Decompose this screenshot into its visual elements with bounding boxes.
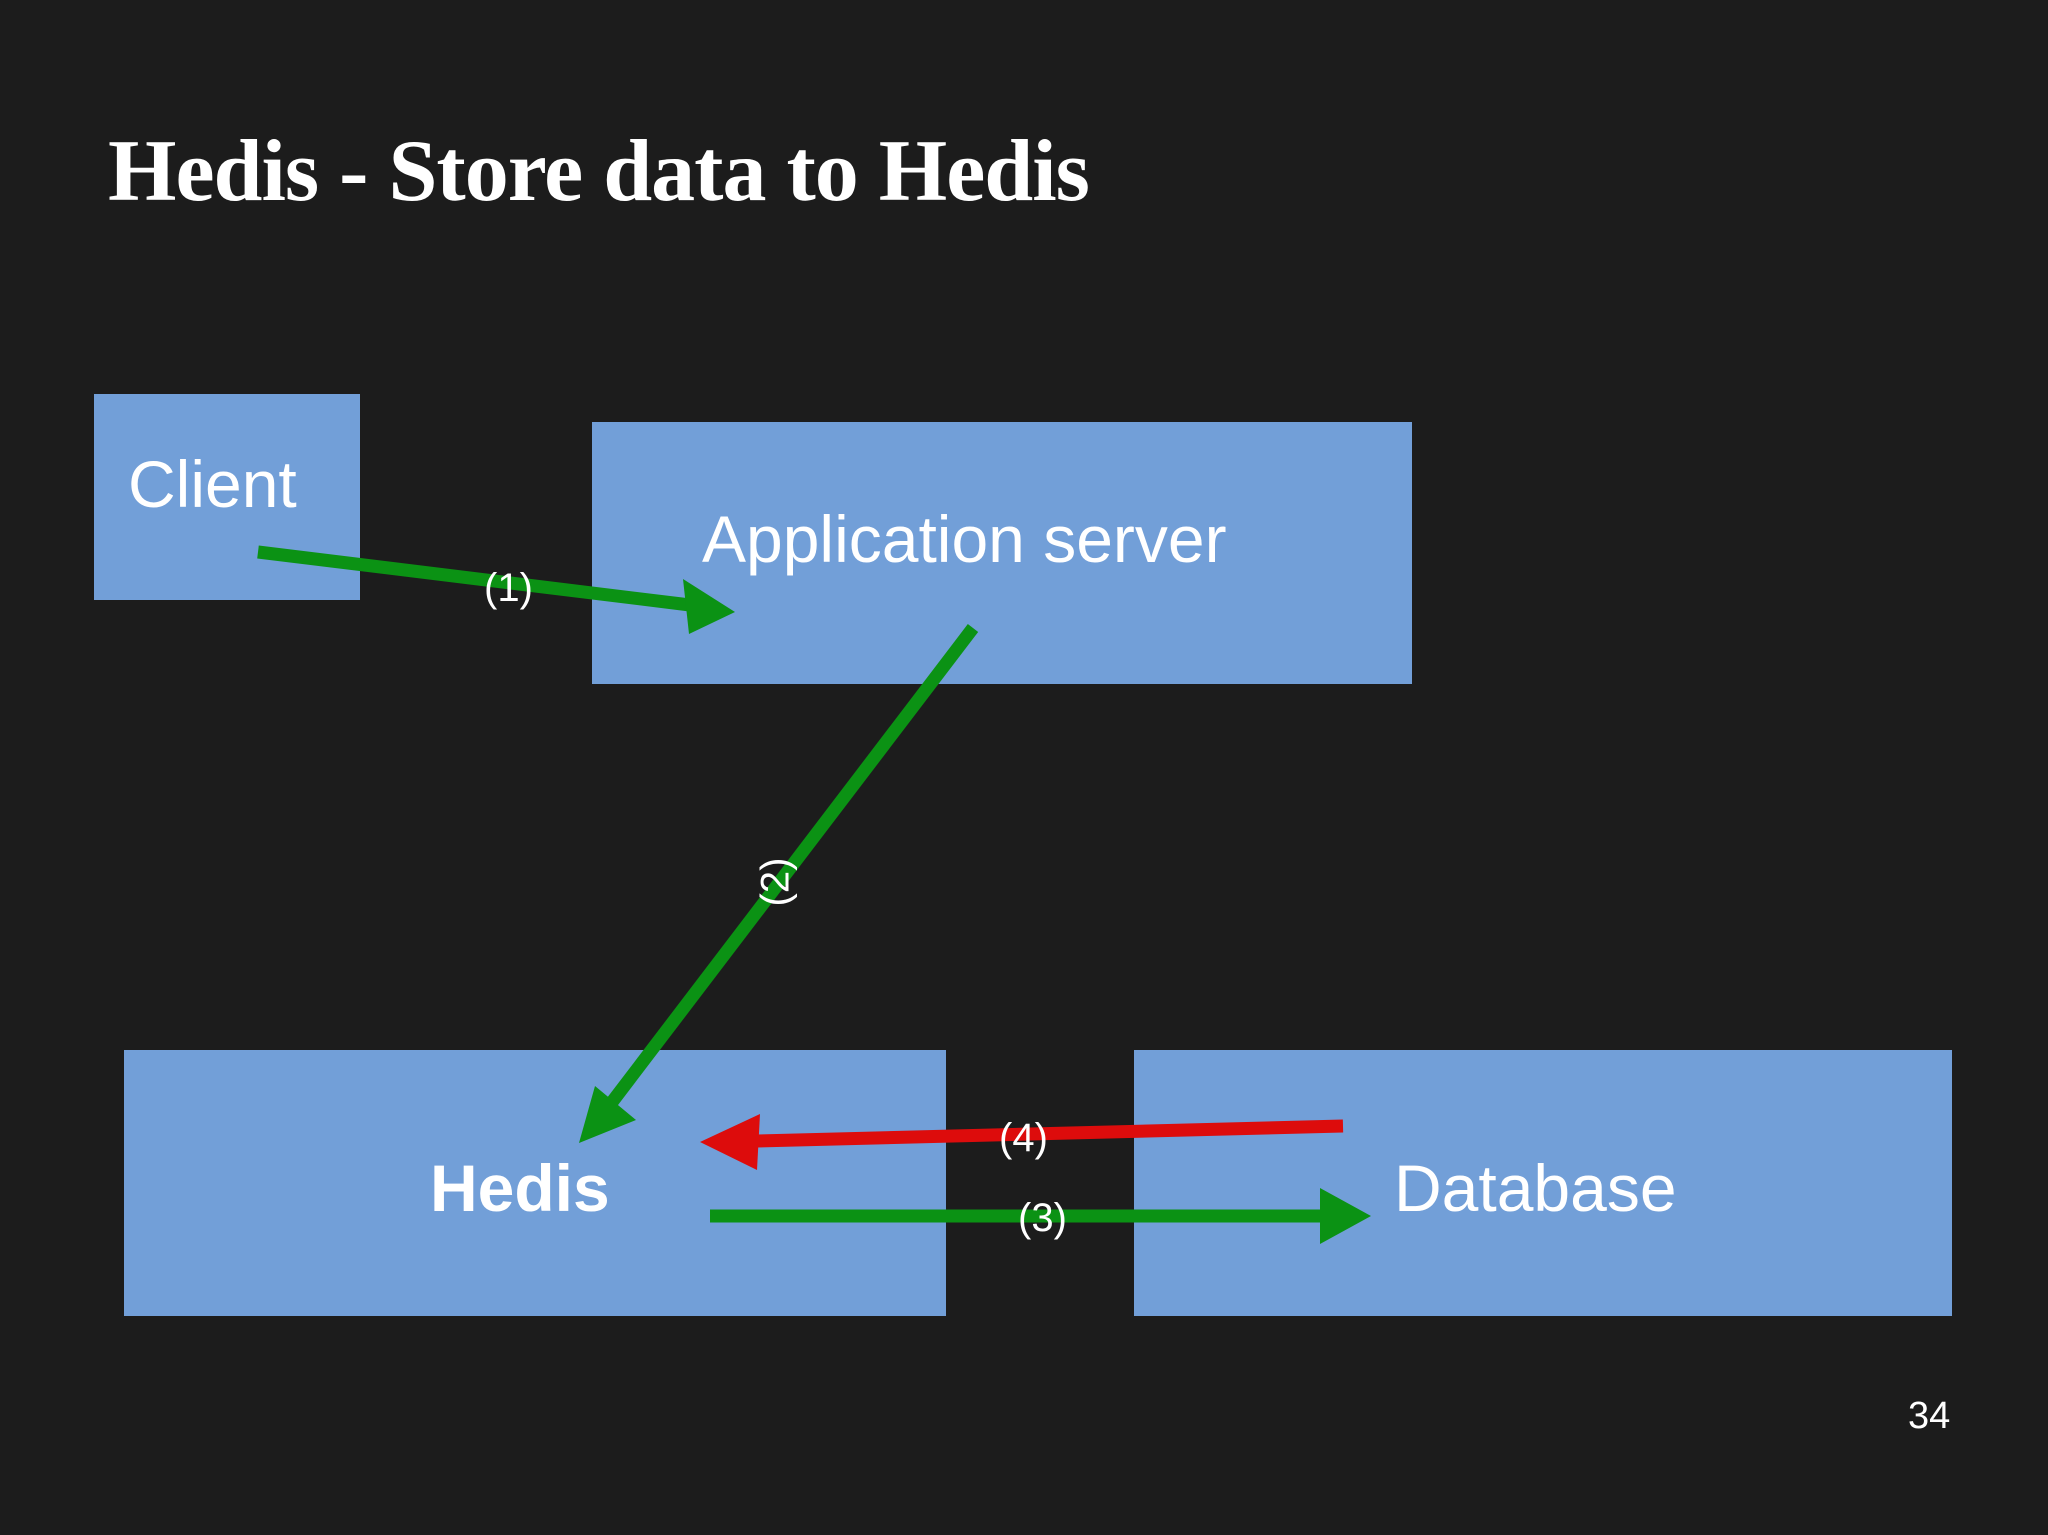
node-label-database: Database xyxy=(1394,1151,1677,1225)
node-box-client[interactable]: Client xyxy=(94,394,360,600)
node-box-database[interactable]: Database xyxy=(1134,1050,1952,1316)
page-number: 34 xyxy=(1908,1395,1951,1437)
node-box-application-server[interactable]: Application server xyxy=(592,422,1412,684)
node-box-hedis[interactable]: Hedis xyxy=(124,1050,946,1316)
step-label-4: (4) xyxy=(999,1116,1048,1160)
page-title: Hedis - Store data to Hedis xyxy=(108,123,1090,220)
node-label-application-server: Application server xyxy=(702,502,1227,576)
node-label-hedis: Hedis xyxy=(430,1151,610,1225)
step-label-3: (3) xyxy=(1018,1196,1067,1240)
node-label-client: Client xyxy=(128,447,297,521)
step-label-2: (2) xyxy=(753,857,798,907)
step-label-1: (1) xyxy=(484,566,533,610)
